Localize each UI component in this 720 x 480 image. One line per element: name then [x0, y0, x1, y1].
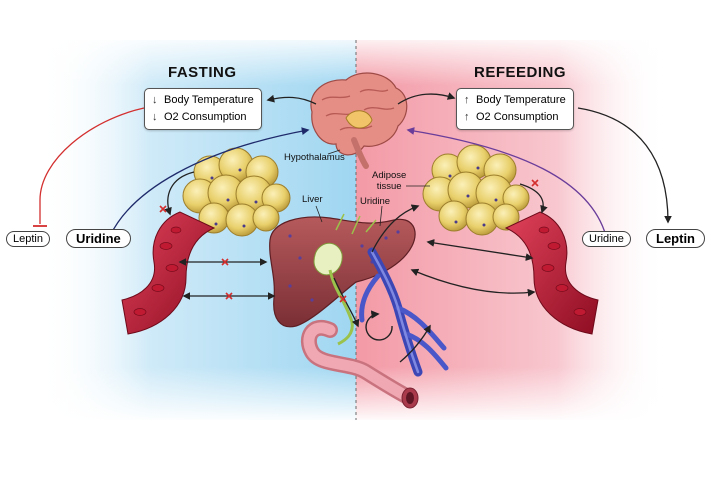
fasting-body-temperature-row: ↓ Body Temperature: [152, 92, 254, 109]
refeeding-o2-consumption-row: ↑ O2 Consumption: [464, 109, 566, 126]
brain-illustration: [310, 72, 408, 169]
block-x-mark: [339, 295, 347, 303]
adipose-label-line1: Adipose: [372, 170, 407, 181]
hypothalamus-label: Hypothalamus: [284, 152, 345, 163]
fasting-o2-consumption-label: O2 Consumption: [164, 111, 247, 123]
uridine-label: Uridine: [360, 196, 391, 207]
arrow-up-icon: ↑: [464, 94, 470, 106]
intestine-illustration: [300, 320, 419, 409]
fasting-title: FASTING: [168, 64, 237, 81]
portal-vein-illustration: [359, 247, 449, 377]
fasting-uridine-pill: Uridine: [66, 229, 131, 248]
refeeding-uridine-pill: Uridine: [582, 231, 631, 247]
block-x-mark: [531, 179, 539, 187]
fasting-adipose-cluster: [182, 147, 291, 237]
liver-label: Liver: [302, 194, 323, 205]
refeeding-leptin-pill: Leptin: [646, 229, 705, 248]
adipose-tissue-label: Adipose tissue: [372, 170, 406, 192]
refeeding-arrows: [371, 92, 672, 363]
refeeding-title: REFEEDING: [474, 64, 567, 81]
refeeding-o2-consumption-label: O2 Consumption: [476, 111, 559, 123]
arrow-down-icon: ↓: [152, 111, 158, 123]
fasting-blood-vessel: [121, 211, 216, 335]
refeeding-effects-box: ↑ Body Temperature ↑ O2 Consumption: [456, 88, 574, 130]
arrow-down-icon: ↓: [152, 94, 158, 106]
fasting-body-temperature-label: Body Temperature: [164, 94, 254, 106]
block-x-mark: [225, 292, 233, 300]
refeeding-body-temperature-label: Body Temperature: [476, 94, 566, 106]
liver-illustration: [269, 213, 416, 346]
fasting-arrows: [33, 94, 360, 328]
refeeding-adipose-cluster: [422, 144, 530, 236]
block-x-mark: [221, 258, 229, 266]
blocked-markers: [159, 179, 539, 303]
leader-lines: [315, 149, 430, 227]
refeeding-body-temperature-row: ↑ Body Temperature: [464, 92, 566, 109]
adipose-label-line2: tissue: [376, 181, 402, 192]
fasting-leptin-pill: Leptin: [6, 231, 50, 247]
block-x-mark: [159, 205, 167, 213]
recycling-arrow: [365, 310, 393, 341]
fasting-effects-box: ↓ Body Temperature ↓ O2 Consumption: [144, 88, 262, 130]
arrow-up-icon: ↑: [464, 111, 470, 123]
fasting-o2-consumption-row: ↓ O2 Consumption: [152, 109, 254, 126]
